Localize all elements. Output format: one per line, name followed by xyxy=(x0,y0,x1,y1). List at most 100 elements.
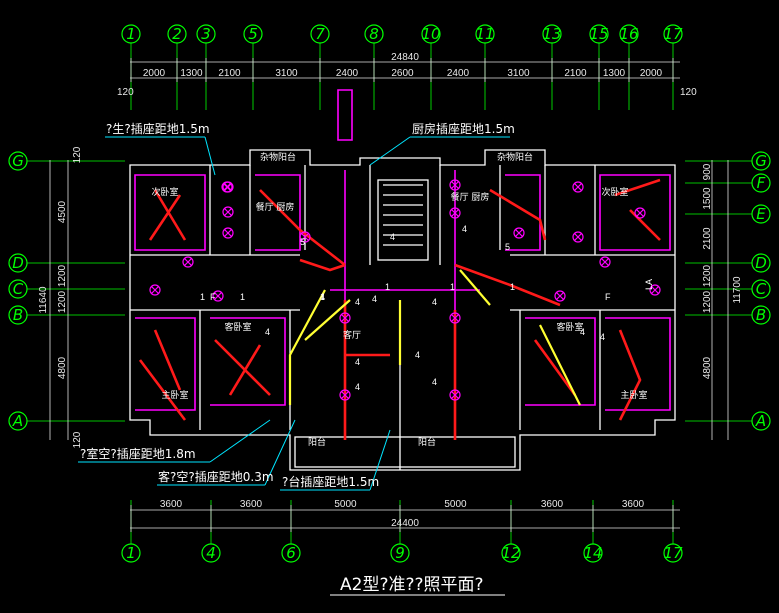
room-guest-bedroom-left: 客卧室 xyxy=(224,321,251,333)
room-balcony-right: 阳台 xyxy=(418,436,436,448)
left-segment-dimension: 1200 xyxy=(57,290,68,313)
top-segment-dimension: 2600 xyxy=(391,68,414,79)
axis-bottom-17: 17 xyxy=(663,543,683,563)
circuit-label: 4 xyxy=(355,297,360,307)
circuit-label: 1 xyxy=(200,292,205,302)
ceiling-lamp-icon xyxy=(572,231,584,243)
axis-right-B: B xyxy=(751,305,771,325)
axis-right-B-label: B xyxy=(756,306,766,324)
room-balcony-left: 阳台 xyxy=(308,436,326,448)
axis-right-C-label: C xyxy=(756,280,767,298)
axis-left-G-label: G xyxy=(12,152,24,170)
right-segment-dimension: 900 xyxy=(702,163,713,180)
axis-bottom-12-label: 12 xyxy=(501,544,520,562)
ceiling-lamp-icon xyxy=(634,207,646,219)
drawing-title: A2型?准??照平面? xyxy=(340,575,484,595)
right-segment-dimension: 1500 xyxy=(702,187,713,210)
axis-right-F-label: F xyxy=(757,174,766,192)
top-segment-dimension: 3100 xyxy=(507,68,530,79)
circuit-label: 4 xyxy=(265,327,270,337)
left-edge-bottom-dimension: 120 xyxy=(72,431,83,448)
circuit-label: 4 xyxy=(372,294,377,304)
top-segment-dimension: 2100 xyxy=(564,68,587,79)
left-segment-dimension: 1200 xyxy=(57,264,68,287)
axis-top-1-label: 1 xyxy=(126,25,136,43)
ceiling-lamp-icon xyxy=(572,181,584,193)
building-walls xyxy=(129,149,676,471)
ceiling-lamp-icon xyxy=(339,312,351,324)
room-second-bedroom-right: 次卧室 xyxy=(601,186,628,198)
axis-right-E-label: E xyxy=(756,205,766,223)
circuit-label: 4 xyxy=(580,327,585,337)
axis-top-3: 3 xyxy=(196,24,216,44)
ceiling-lamp-icon xyxy=(513,227,525,239)
axis-top-15-label: 15 xyxy=(589,25,608,43)
axis-top-7-label: 7 xyxy=(315,25,325,43)
axis-right-D: D xyxy=(751,253,771,273)
axis-top-5: 5 xyxy=(243,24,263,44)
right-segment-dimension: 2100 xyxy=(702,227,713,250)
top-edge-left-dimension: 120 xyxy=(117,87,134,98)
room-master-bedroom-left: 主卧室 xyxy=(161,389,188,401)
ceiling-lamp-icon xyxy=(222,206,234,218)
bottom-segment-dimension: 3600 xyxy=(160,499,183,510)
axis-left-C: C xyxy=(8,279,28,299)
left-edge-top-dimension: 120 xyxy=(72,146,83,163)
top-segment-dimension: 2000 xyxy=(640,68,663,79)
ceiling-lamp-icon xyxy=(222,227,234,239)
axis-bottom-6-label: 6 xyxy=(286,544,296,562)
axis-left-B: B xyxy=(8,305,28,325)
top-total-dimension: 24840 xyxy=(391,52,419,63)
axis-top-2-label: 2 xyxy=(172,25,182,43)
room-storage-balcony-right: 杂物阳台 xyxy=(497,151,533,163)
living-room-wiring xyxy=(288,269,581,406)
room-living: 客厅 xyxy=(343,329,361,341)
axis-bottom-1: 1 xyxy=(121,543,141,563)
top-segment-dimension: 2400 xyxy=(336,68,359,79)
ceiling-lamp-icon xyxy=(599,256,611,268)
axis-top-3-label: 3 xyxy=(201,25,211,43)
circuit-label: 4 xyxy=(355,357,360,367)
axis-bottom-14: 14 xyxy=(583,543,603,563)
axis-bottom-17-label: 17 xyxy=(663,544,683,562)
ceiling-lamp-icon xyxy=(554,290,566,302)
axis-top-17-label: 17 xyxy=(663,25,683,43)
circuit-label: 4 xyxy=(462,224,467,234)
room-dining-kitchen-right: 餐厅 厨房 xyxy=(451,191,490,203)
axis-bottom-14-label: 14 xyxy=(583,544,602,562)
ceiling-lamp-icon xyxy=(449,179,461,191)
room-guest-bedroom-right: 客卧室 xyxy=(556,321,583,333)
room-master-bedroom-right: 主卧室 xyxy=(620,389,647,401)
axis-top-8-label: 8 xyxy=(369,25,379,43)
axis-top-7: 7 xyxy=(310,24,330,44)
axis-top-11-label: 11 xyxy=(475,25,494,43)
circuit-label: 1 xyxy=(320,292,325,302)
axis-left-A: A xyxy=(8,411,28,431)
axis-right-G-label: G xyxy=(755,152,767,170)
circuit-label: 4 xyxy=(390,232,395,242)
ceiling-lamp-icon xyxy=(221,181,233,193)
axis-top-15: 15 xyxy=(589,24,609,44)
circuit-label: 5 xyxy=(505,242,510,252)
top-segment-dimension: 1300 xyxy=(180,68,203,79)
note-kitchen-socket: 厨房插座距地1.5m xyxy=(412,121,515,136)
note-ac-socket: ?室空?插座距地1.8m xyxy=(80,446,196,461)
axis-top-8: 8 xyxy=(364,24,384,44)
circuit-label: F xyxy=(605,292,611,302)
circuit-label: 4 xyxy=(415,350,420,360)
axis-right-E: E xyxy=(751,204,771,224)
circuit-label: 1 xyxy=(385,282,390,292)
axis-right-C: C xyxy=(751,279,771,299)
note-balcony-socket: ?台插座距地1.5m xyxy=(282,474,379,489)
axis-top-17: 17 xyxy=(663,24,683,44)
lighting-circuits xyxy=(134,89,671,420)
ceiling-lamp-icon xyxy=(649,284,661,296)
top-segment-dimension: 2100 xyxy=(218,68,241,79)
drawing-title-block: A2型?准??照平面? xyxy=(330,575,505,596)
axis-bottom-9-label: 9 xyxy=(395,544,405,562)
bottom-segment-dimension: 5000 xyxy=(444,499,467,510)
room-second-bedroom-left: 次卧室 xyxy=(151,186,178,198)
right-segment-dimension: 4800 xyxy=(702,356,713,379)
